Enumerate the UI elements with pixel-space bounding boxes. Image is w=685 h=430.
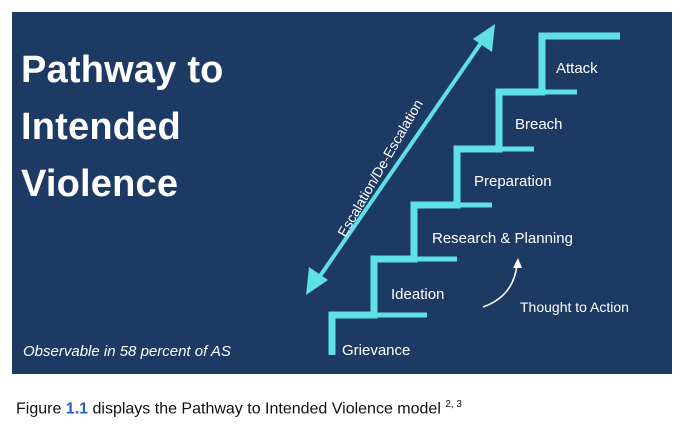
caption-text: displays the Pathway to Intended Violenc…	[88, 400, 446, 418]
escalation-arrow-shaft	[316, 38, 485, 281]
step-grievance: Grievance	[342, 342, 411, 359]
caption-references: 2, 3	[445, 399, 462, 410]
thought-to-action-label: Thought to Action	[520, 299, 629, 315]
observable-note: Observable in 58 percent of AS	[23, 343, 231, 360]
step-research-planning: Research & Planning	[432, 230, 573, 247]
escalation-arrowhead-down	[306, 267, 328, 295]
thought-arrow-curve	[482, 263, 518, 308]
step-breach: Breach	[515, 116, 563, 133]
figure-caption: Figure 1.1 displays the Pathway to Inten…	[16, 399, 462, 418]
step-ideation: Ideation	[391, 286, 445, 303]
thought-arrowhead	[513, 258, 522, 268]
caption-figure-number: 1.1	[65, 400, 89, 418]
title-line-3: Violence	[21, 163, 179, 205]
step-attack: Attack	[556, 60, 598, 77]
title-line-1: Pathway to	[21, 49, 224, 91]
title-line-2: Intended	[21, 106, 181, 148]
caption-prefix: Figure	[16, 400, 66, 418]
escalation-arrowhead-up	[473, 24, 495, 52]
diagram-panel: Pathway to Intended Violence Observable …	[12, 12, 672, 374]
staircase-graphic	[306, 24, 620, 355]
step-preparation: Preparation	[474, 173, 552, 190]
diagram-title: Pathway to Intended Violence	[21, 42, 224, 213]
